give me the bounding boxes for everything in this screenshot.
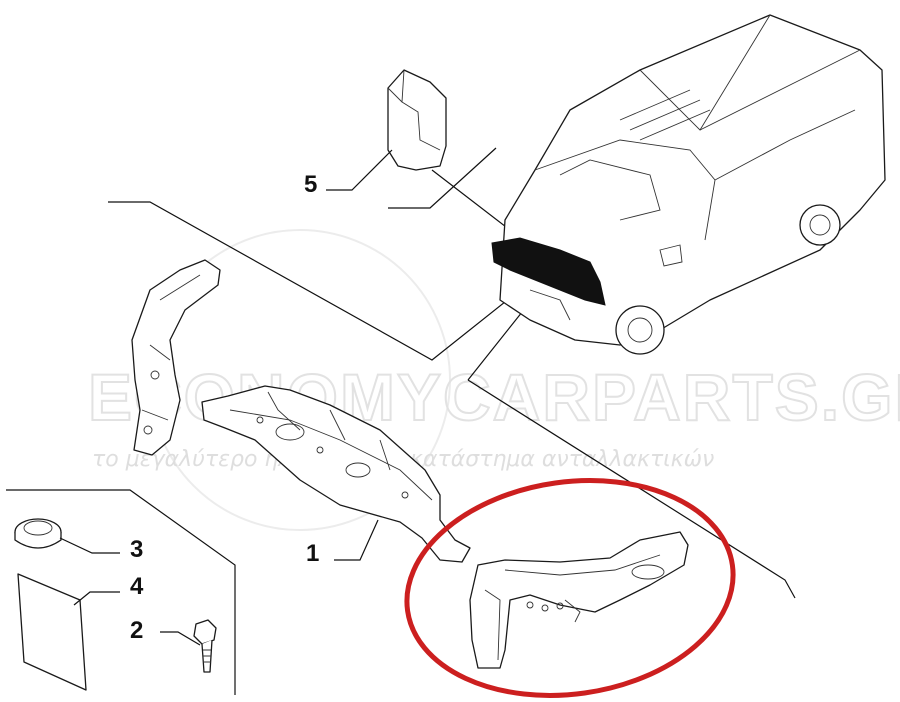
callout-1: 1 [306,540,319,567]
part-5-pad [387,69,447,171]
part-1-crossmember [201,385,471,563]
part-1-right-rail [469,531,689,669]
callout-2: 2 [130,617,143,644]
highlight-ring [404,478,736,698]
part-1-left-rail [131,259,221,456]
part-2-bolt [193,619,217,673]
part-4-sheet [17,573,87,691]
callout-4: 4 [130,573,144,600]
highlighted-front-crossmember [491,237,606,306]
callout-3: 3 [130,536,143,563]
leader-lines [59,149,393,646]
van-illustration [491,14,886,355]
part-3-plug [14,518,62,549]
callout-5: 5 [304,171,317,198]
